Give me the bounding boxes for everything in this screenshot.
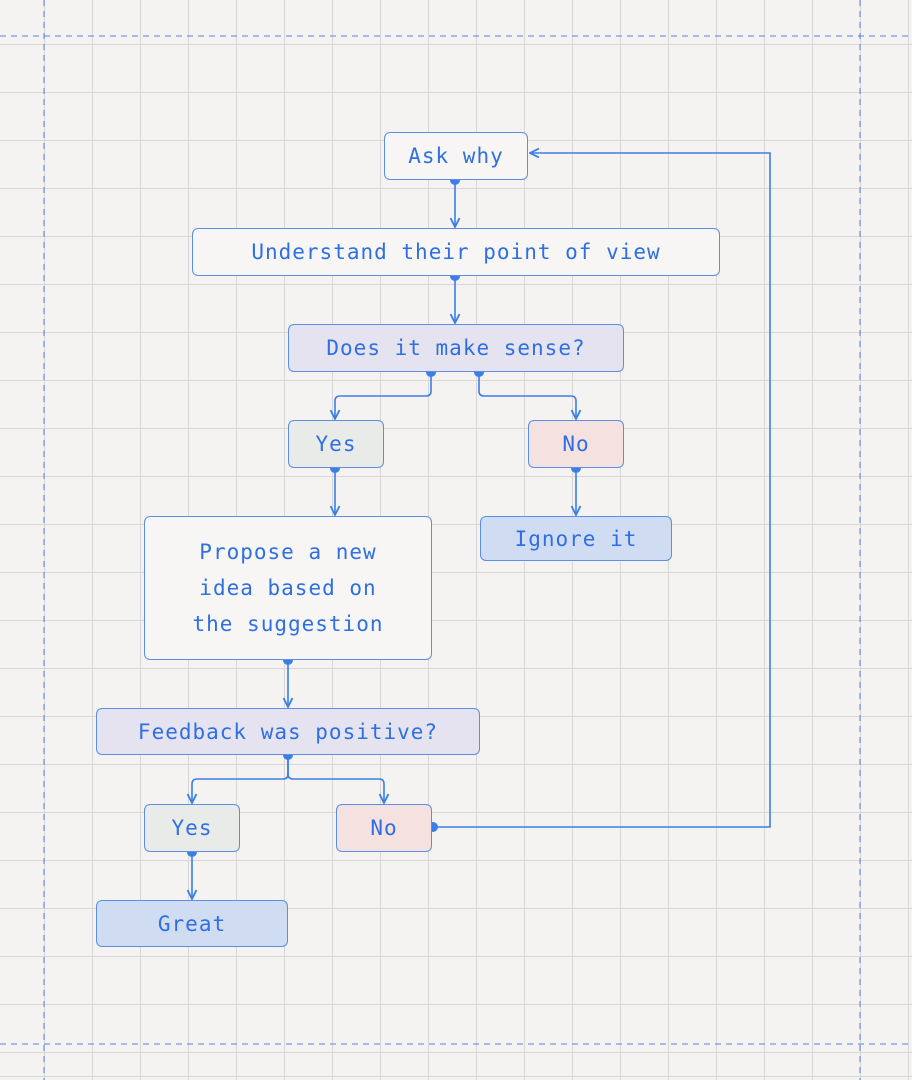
node-understand-point-of-view[interactable]: Understand their point of view bbox=[192, 228, 720, 276]
node-propose-new-idea[interactable]: Propose a new idea based on the suggesti… bbox=[144, 516, 432, 660]
connector-sense-yes bbox=[335, 372, 432, 419]
node-no-feedback[interactable]: No bbox=[336, 804, 432, 852]
node-yes-feedback[interactable]: Yes bbox=[144, 804, 240, 852]
node-does-it-make-sense[interactable]: Does it make sense? bbox=[288, 324, 624, 372]
node-ignore-it[interactable]: Ignore it bbox=[480, 516, 672, 561]
node-ask-why[interactable]: Ask why bbox=[384, 132, 528, 180]
node-yes-sense[interactable]: Yes bbox=[288, 420, 384, 468]
connector-feedback-yes bbox=[192, 755, 289, 803]
connector-feedback-no bbox=[287, 755, 384, 803]
node-great[interactable]: Great bbox=[96, 900, 288, 947]
connector-no-loop-back bbox=[433, 153, 771, 828]
connector-sense-no bbox=[478, 372, 576, 419]
node-no-sense[interactable]: No bbox=[528, 420, 624, 468]
node-feedback-positive[interactable]: Feedback was positive? bbox=[96, 708, 480, 755]
